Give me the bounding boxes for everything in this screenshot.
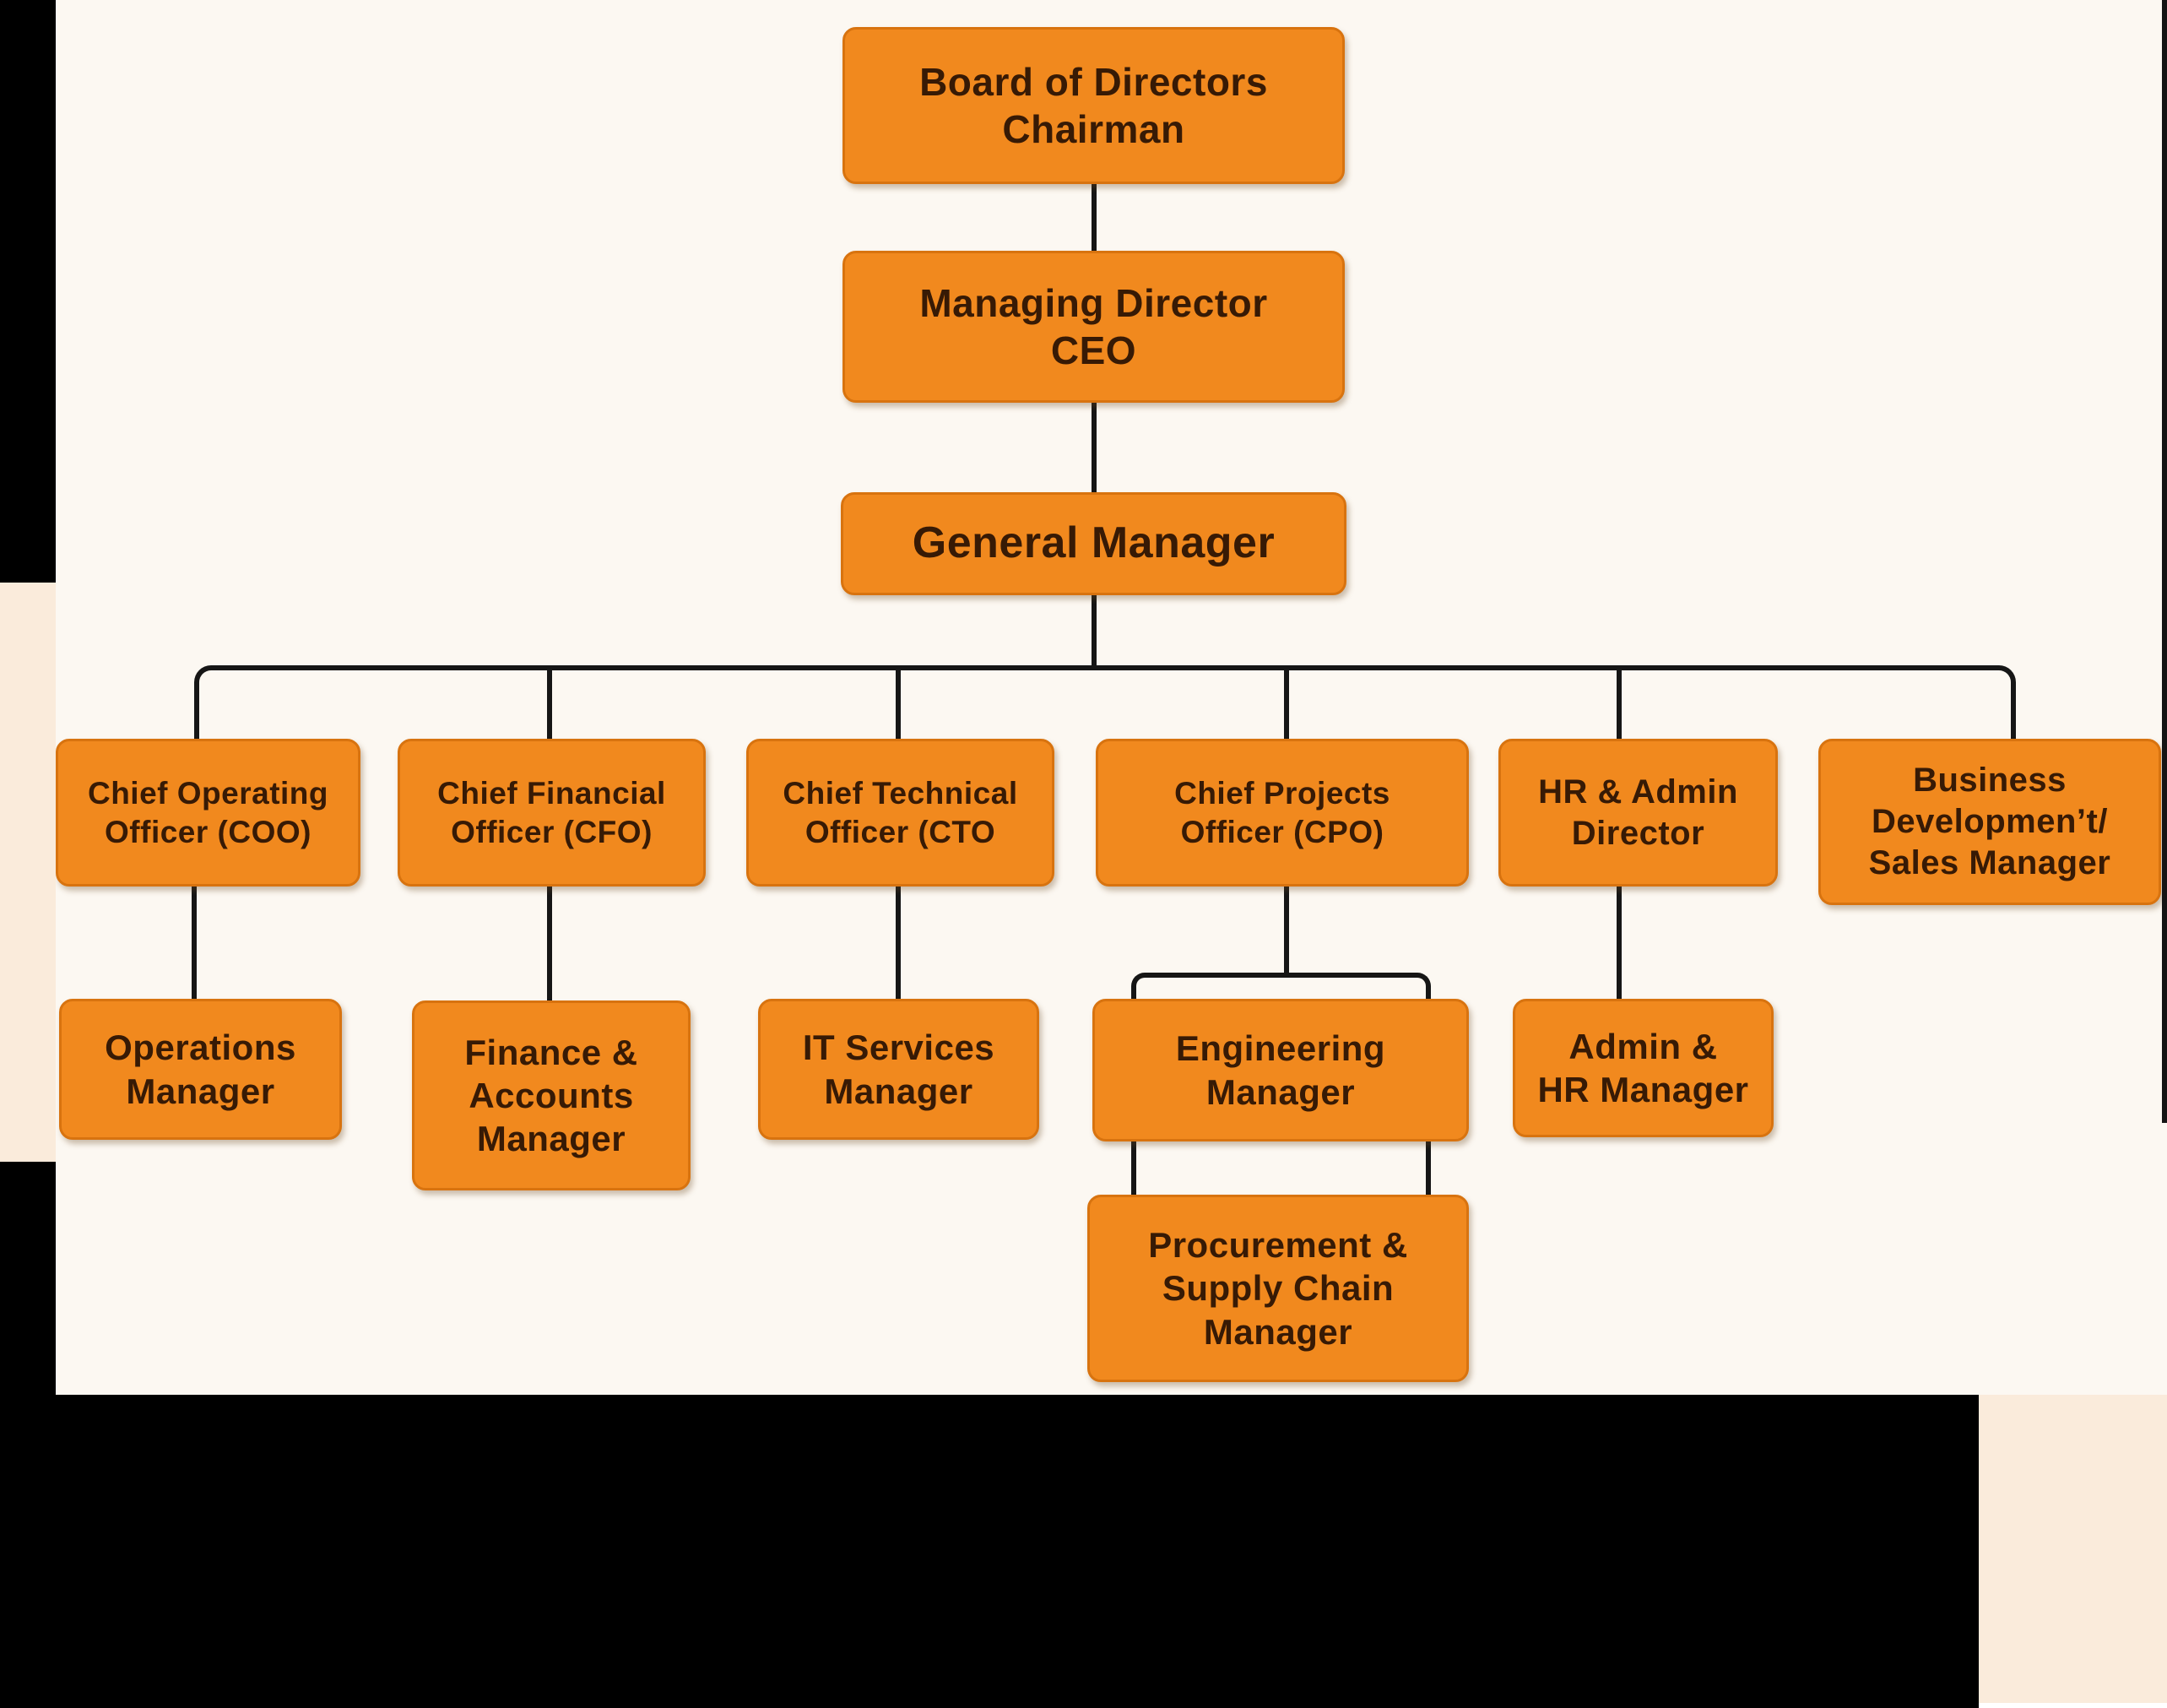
bottom-right-white-sliver <box>1979 1703 2167 1708</box>
connector-md-gm <box>1092 403 1097 493</box>
org-node-cfo: Chief Financial Officer (CFO) <box>398 739 706 887</box>
connector-cpo-drop <box>1284 885 1289 974</box>
connector-bus-cto <box>896 669 901 739</box>
org-node-managing-director: Managing Director CEO <box>842 251 1345 403</box>
connector-bus <box>194 665 2016 739</box>
org-node-finance-accounts-manager: Finance & Accounts Manager <box>412 1000 691 1190</box>
org-node-label: Engineering Manager <box>1175 1028 1386 1112</box>
org-node-label: Chief Financial Officer (CFO) <box>437 776 666 849</box>
bottom-black-band <box>0 1395 1979 1708</box>
org-node-label: Chief Technical Officer (CTO <box>783 776 1018 849</box>
org-node-cto: Chief Technical Officer (CTO <box>746 739 1054 887</box>
org-node-general-manager: General Manager <box>841 492 1346 595</box>
left-margin-pink <box>0 583 56 1162</box>
org-node-admin-hr-manager: Admin & HR Manager <box>1513 999 1774 1137</box>
org-node-label: Chief Projects Officer (CPO) <box>1174 776 1390 849</box>
bottom-right-pink-block <box>1979 1395 2167 1703</box>
org-node-label: Board of Directors Chairman <box>919 59 1268 151</box>
org-node-label: General Manager <box>912 518 1276 568</box>
org-node-coo: Chief Operating Officer (COO) <box>56 739 360 887</box>
org-node-engineering-manager: Engineering Manager <box>1092 999 1469 1141</box>
org-node-label: Finance & Accounts Manager <box>464 1032 638 1159</box>
right-edge-line <box>2162 0 2167 1123</box>
org-node-label: Business Developmen’t/ Sales Manager <box>1868 762 2111 881</box>
left-margin-black-top <box>0 0 56 583</box>
org-node-label: Operations Manager <box>105 1028 296 1111</box>
org-node-label: Procurement & Supply Chain Manager <box>1148 1225 1408 1352</box>
connector-cpo-eng-bracket <box>1131 973 1431 1000</box>
connector-eng-proc-left <box>1131 1141 1136 1196</box>
connector-bus-cpo <box>1284 669 1289 739</box>
connector-bus-hr <box>1617 669 1622 739</box>
connector-hr-adm <box>1617 887 1622 999</box>
org-node-business-development-sales: Business Developmen’t/ Sales Manager <box>1818 739 2161 905</box>
connector-bus-cfo <box>547 669 552 739</box>
org-node-label: HR & Admin Director <box>1538 773 1738 852</box>
org-node-procurement-supply-chain: Procurement & Supply Chain Manager <box>1087 1195 1469 1382</box>
org-node-label: IT Services Manager <box>802 1028 995 1111</box>
connector-gm-trunk <box>1092 595 1097 666</box>
org-node-it-services-manager: IT Services Manager <box>758 999 1039 1140</box>
org-node-operations-manager: Operations Manager <box>59 999 342 1140</box>
connector-board-md <box>1092 184 1097 252</box>
connector-cto-its <box>896 887 901 999</box>
connector-eng-proc-right <box>1426 1141 1431 1196</box>
connector-coo-ops <box>192 887 197 999</box>
org-node-label: Chief Operating Officer (COO) <box>87 776 329 849</box>
org-node-cpo: Chief Projects Officer (CPO) <box>1096 739 1469 887</box>
org-node-board-of-directors: Board of Directors Chairman <box>842 27 1345 184</box>
org-node-label: Admin & HR Manager <box>1537 1026 1749 1109</box>
org-node-label: Managing Director CEO <box>919 280 1268 372</box>
org-node-hr-admin-director: HR & Admin Director <box>1498 739 1778 887</box>
connector-cfo-fin <box>547 887 552 1002</box>
